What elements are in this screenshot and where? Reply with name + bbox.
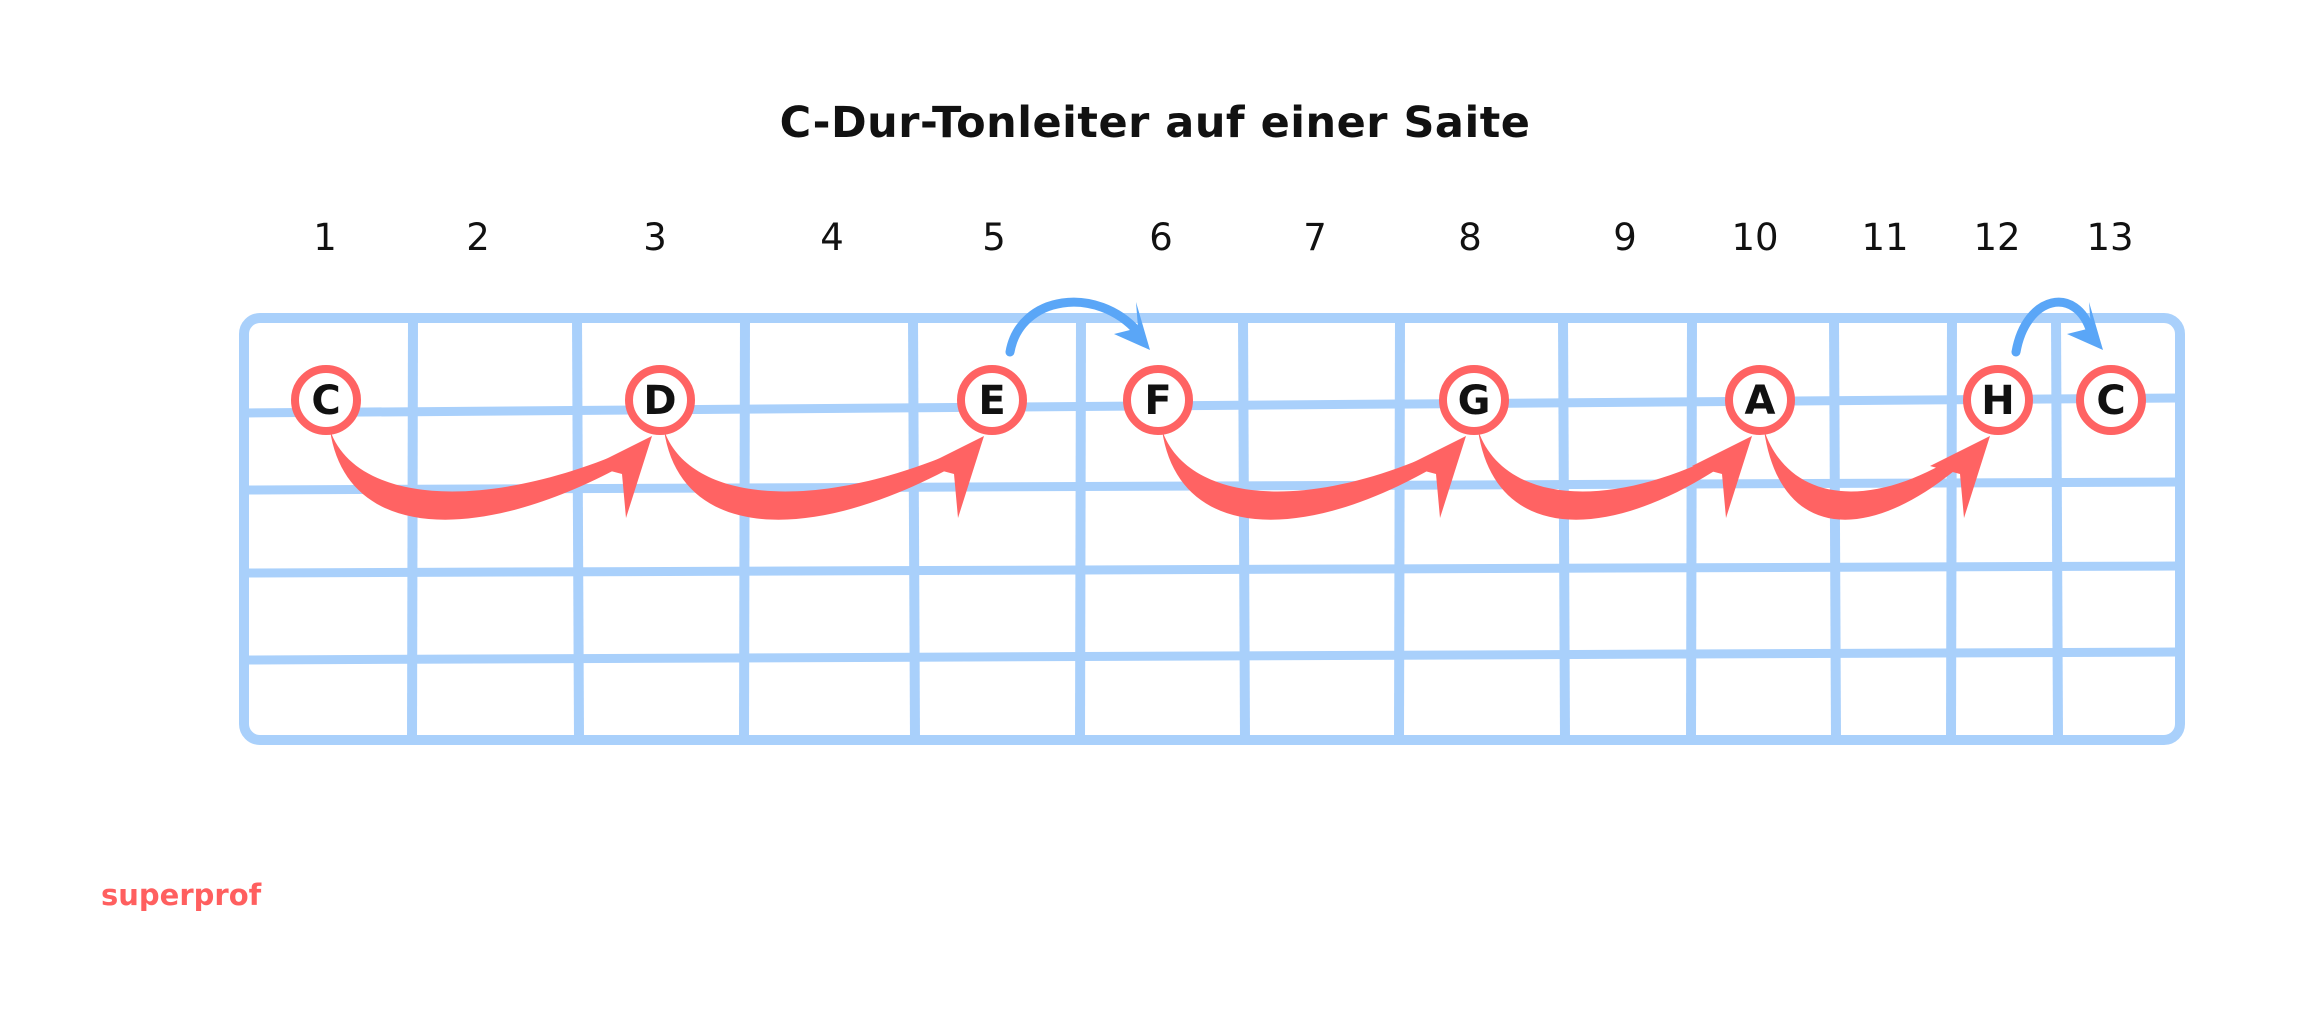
note-ring — [957, 365, 1027, 435]
note-label: A — [1745, 378, 1776, 424]
note-label: C — [2096, 378, 2125, 424]
whole-step-arrow-body — [1162, 430, 1442, 520]
note-ring — [1725, 365, 1795, 435]
whole-step-arrow-head — [592, 436, 652, 518]
fret-line — [1238, 317, 1250, 741]
note-label: D — [643, 378, 676, 424]
fret-line — [1686, 317, 1697, 741]
note-c-fret-13: C — [2076, 365, 2146, 435]
half-step-arrow-body — [1005, 297, 1143, 357]
fret-line — [407, 317, 418, 741]
note-label: H — [1981, 378, 2014, 424]
fret-line — [1946, 317, 1957, 741]
fret-number-11: 11 — [1861, 216, 1908, 259]
fret-number-13: 13 — [2086, 216, 2133, 259]
step-arrows — [330, 297, 2103, 520]
whole-step-arrow-head — [1406, 436, 1466, 518]
fretboard-frame — [239, 313, 2185, 745]
diagram-title: C-Dur-Tonleiter auf einer Saite — [779, 98, 1531, 148]
fret-line — [2051, 317, 2063, 741]
note-label: E — [978, 378, 1005, 424]
fret-line — [1558, 317, 1570, 741]
brand-logo: superprof — [101, 878, 262, 912]
whole-step-arrow-head — [924, 436, 984, 518]
string-line — [243, 393, 2181, 418]
whole-step-arrow-body — [1478, 430, 1728, 520]
fret-number-9: 9 — [1613, 216, 1637, 259]
whole-step-arrow-body — [664, 430, 960, 520]
half-step-arrow-head — [1114, 302, 1150, 350]
fret-number-8: 8 — [1458, 216, 1482, 259]
half-step-arrow-head — [2067, 302, 2103, 350]
whole-step-arrow-body — [1764, 430, 1966, 520]
fret-number-10: 10 — [1731, 216, 1778, 259]
fret-number-4: 4 — [820, 216, 844, 259]
note-ring — [1963, 365, 2033, 435]
note-ring — [625, 365, 695, 435]
note-e-fret-5: E — [957, 365, 1027, 435]
fret-number-5: 5 — [982, 216, 1006, 259]
string-line — [243, 561, 2181, 578]
note-h-fret-12: H — [1963, 365, 2033, 435]
note-a-fret-10: A — [1725, 365, 1795, 435]
fret-number-6: 6 — [1149, 216, 1173, 259]
note-ring — [1123, 365, 1193, 435]
note-c-fret-1: C — [291, 365, 361, 435]
fret-line — [908, 317, 920, 741]
fret-number-7: 7 — [1303, 216, 1327, 259]
note-f-fret-6: F — [1123, 365, 1193, 435]
whole-step-arrow-body — [330, 430, 628, 520]
fret-number-3: 3 — [643, 216, 667, 259]
fret-number-12: 12 — [1973, 216, 2020, 259]
fret-number-2: 2 — [466, 216, 490, 259]
note-label: C — [311, 378, 340, 424]
whole-step-arrow-head — [1692, 436, 1752, 518]
note-label: F — [1144, 378, 1171, 424]
note-ring — [2076, 365, 2146, 435]
fret-line — [572, 317, 584, 741]
note-label: G — [1458, 378, 1491, 424]
fretboard-grid — [239, 313, 2185, 745]
half-step-arrow-body — [2011, 297, 2096, 357]
fret-number-1: 1 — [313, 216, 337, 259]
fret-line — [739, 317, 750, 741]
string-line — [243, 647, 2181, 665]
fret-line — [1394, 317, 1405, 741]
whole-step-arrow-head — [1930, 436, 1990, 518]
fret-line — [1075, 317, 1086, 741]
note-g-fret-8: G — [1439, 365, 1509, 435]
note-d-fret-3: D — [625, 365, 695, 435]
fret-line — [1829, 317, 1841, 741]
note-ring — [1439, 365, 1509, 435]
note-ring — [291, 365, 361, 435]
